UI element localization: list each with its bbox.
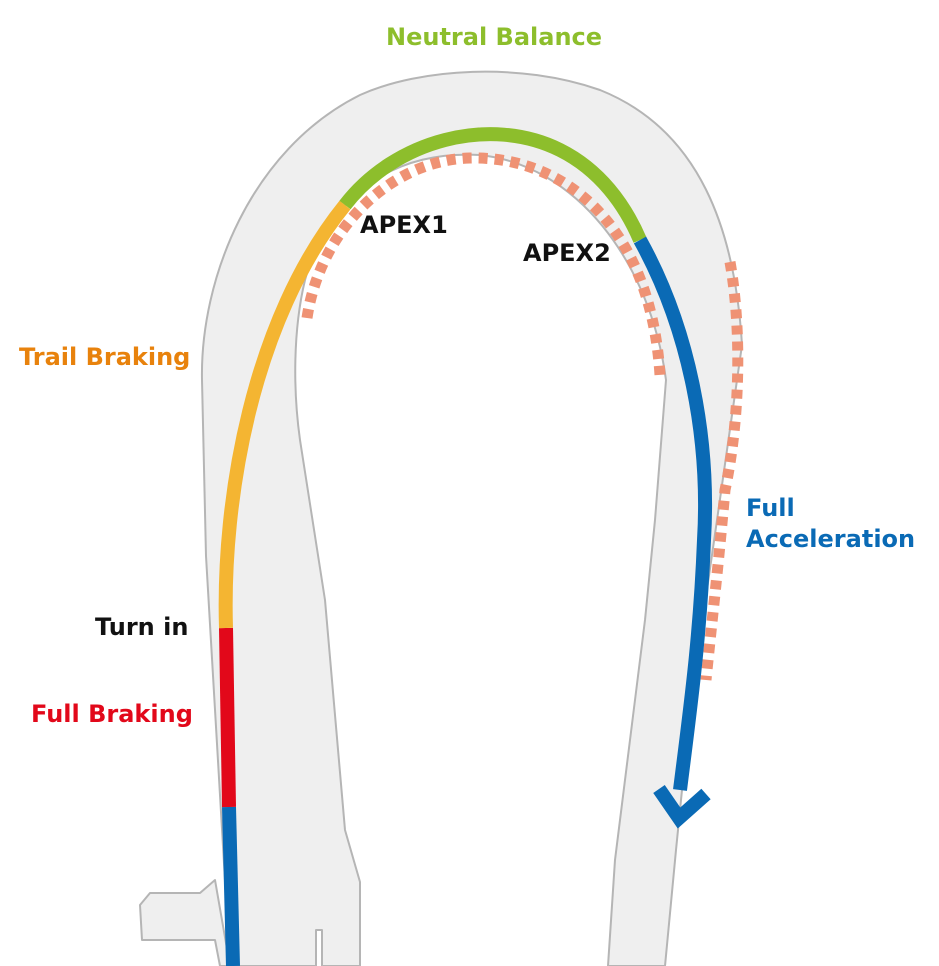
kerb-outer xyxy=(700,261,744,681)
line-full-braking xyxy=(219,627,236,808)
kerb-inner xyxy=(301,152,666,376)
arrow-head-icon xyxy=(653,785,711,829)
line-full-acceleration-exit xyxy=(633,236,713,791)
label-full-acceleration-line2: Acceleration xyxy=(746,525,916,553)
label-apex2: APEX2 xyxy=(523,239,611,267)
line-neutral-balance xyxy=(339,127,647,243)
label-full-braking: Full Braking xyxy=(31,700,193,728)
label-neutral-balance: Neutral Balance xyxy=(386,23,603,51)
label-turn-in: Turn in xyxy=(95,613,189,641)
label-full-acceleration-line1: Full xyxy=(746,494,795,522)
line-trail-braking xyxy=(218,200,351,629)
label-apex1: APEX1 xyxy=(360,211,448,239)
label-trail-braking: Trail Braking xyxy=(19,343,191,371)
label-full-acceleration: Full Acceleration xyxy=(746,493,915,555)
line-full-acceleration-straight xyxy=(222,806,240,966)
